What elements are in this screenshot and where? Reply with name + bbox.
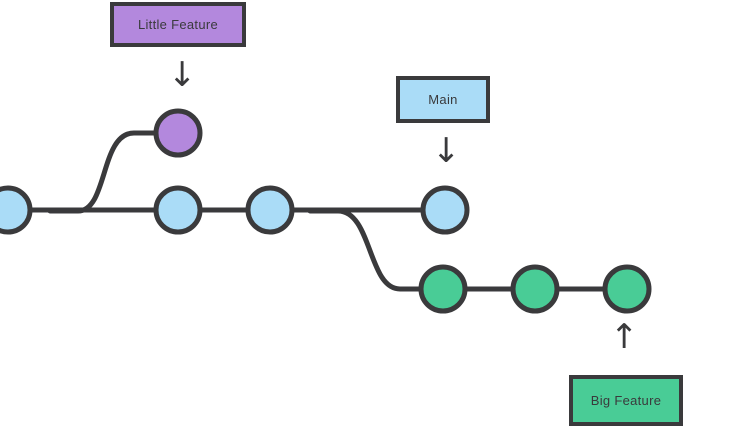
edge-branch-little-feature [47, 130, 159, 214]
node-main-commit-1[interactable] [0, 185, 33, 235]
node-main-commit-4[interactable] [420, 185, 470, 235]
arrow-down-icon-little-feature: ↓ [168, 55, 197, 95]
edge-branch-big-feature [307, 208, 424, 292]
edge-group [27, 130, 608, 292]
node-main-commit-3[interactable] [245, 185, 295, 235]
node-big-feature-commit-1[interactable] [418, 264, 468, 314]
node-little-feature-commit-1[interactable] [153, 108, 203, 158]
label-box-main[interactable]: Main [396, 76, 490, 123]
label-box-little-feature[interactable]: Little Feature [110, 2, 246, 47]
label-box-big-feature[interactable]: Big Feature [569, 375, 683, 426]
arrow-down-icon-main: ↓ [432, 131, 461, 171]
node-big-feature-commit-3[interactable] [602, 264, 652, 314]
node-group [0, 108, 652, 314]
node-big-feature-commit-2[interactable] [510, 264, 560, 314]
arrow-up-icon-big-feature: ↑ [610, 317, 639, 357]
node-main-commit-2[interactable] [153, 185, 203, 235]
